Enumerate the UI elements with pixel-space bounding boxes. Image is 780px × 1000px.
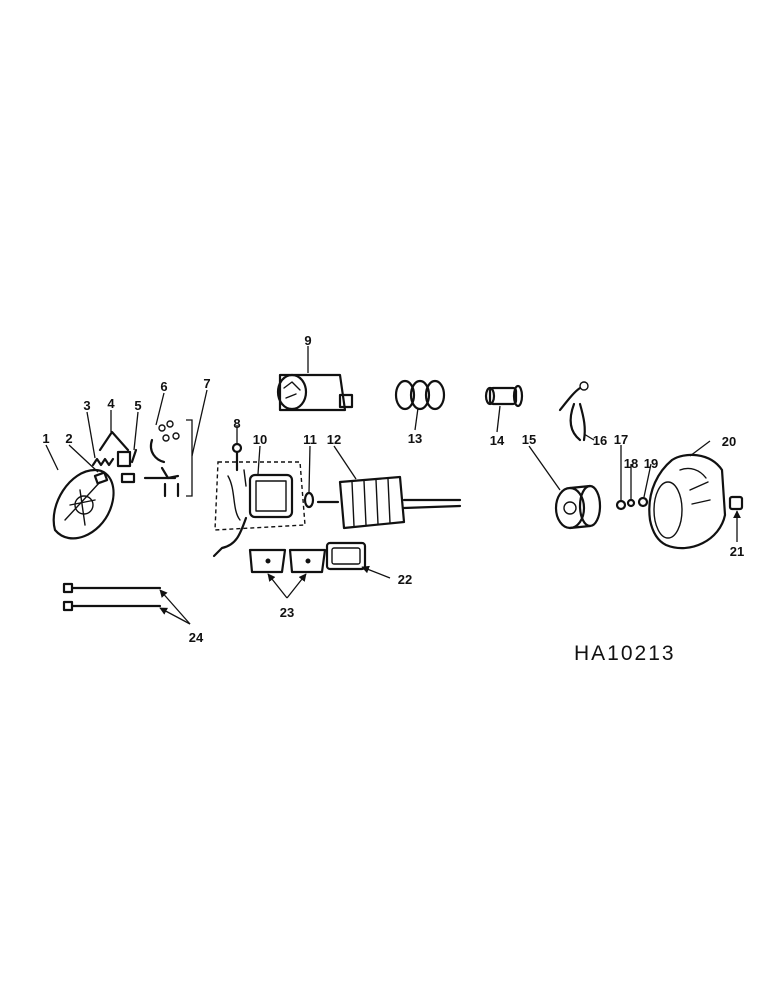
callout-17: 17 <box>614 432 628 447</box>
gasket <box>325 541 367 571</box>
callout-5: 5 <box>134 398 141 413</box>
callout-16: 16 <box>593 433 607 448</box>
commutator-end-frame <box>52 468 115 540</box>
callout-20: 20 <box>722 434 736 449</box>
armature <box>316 475 462 530</box>
drive-housing <box>648 453 727 550</box>
callout-24: 24 <box>189 630 204 645</box>
callout-1: 1 <box>42 431 49 446</box>
brush-spring <box>91 457 115 467</box>
callout-23: 23 <box>280 605 294 620</box>
drive-assembly <box>554 484 602 530</box>
callout-18: 18 <box>624 456 638 471</box>
callout-labels: 1 2 3 4 5 6 7 8 9 10 11 12 13 14 15 16 1… <box>42 333 744 645</box>
callout-19: 19 <box>644 456 658 471</box>
through-bolts <box>62 582 162 612</box>
callout-9: 9 <box>304 333 311 348</box>
callout-4: 4 <box>107 396 115 411</box>
callout-14: 14 <box>490 433 505 448</box>
hardware-group <box>143 420 180 498</box>
callout-15: 15 <box>522 432 536 447</box>
pin <box>484 384 524 408</box>
callout-22: 22 <box>398 572 412 587</box>
thrust-washer <box>303 491 315 509</box>
bracket-7 <box>186 419 193 497</box>
shift-lever <box>558 381 589 442</box>
screw <box>231 442 243 472</box>
small-hardware <box>615 496 649 511</box>
pole-shoes <box>248 548 327 574</box>
brush <box>93 471 109 485</box>
solenoid <box>276 373 354 412</box>
callout-7: 7 <box>203 376 210 391</box>
callout-21: 21 <box>730 544 744 559</box>
springs <box>394 379 446 411</box>
figure-id: HA10213 <box>574 642 676 665</box>
bushing <box>728 495 744 511</box>
callout-3: 3 <box>83 398 90 413</box>
field-frame <box>212 461 306 558</box>
callout-12: 12 <box>327 432 341 447</box>
brush-holder-pivot <box>130 448 138 464</box>
leader-lines <box>45 346 741 625</box>
callout-10: 10 <box>253 432 267 447</box>
callout-2: 2 <box>65 431 72 446</box>
callout-11: 11 <box>303 432 317 447</box>
brush-holder <box>98 430 136 484</box>
callout-8: 8 <box>233 416 240 431</box>
callout-6: 6 <box>160 379 167 394</box>
callout-13: 13 <box>408 431 422 446</box>
